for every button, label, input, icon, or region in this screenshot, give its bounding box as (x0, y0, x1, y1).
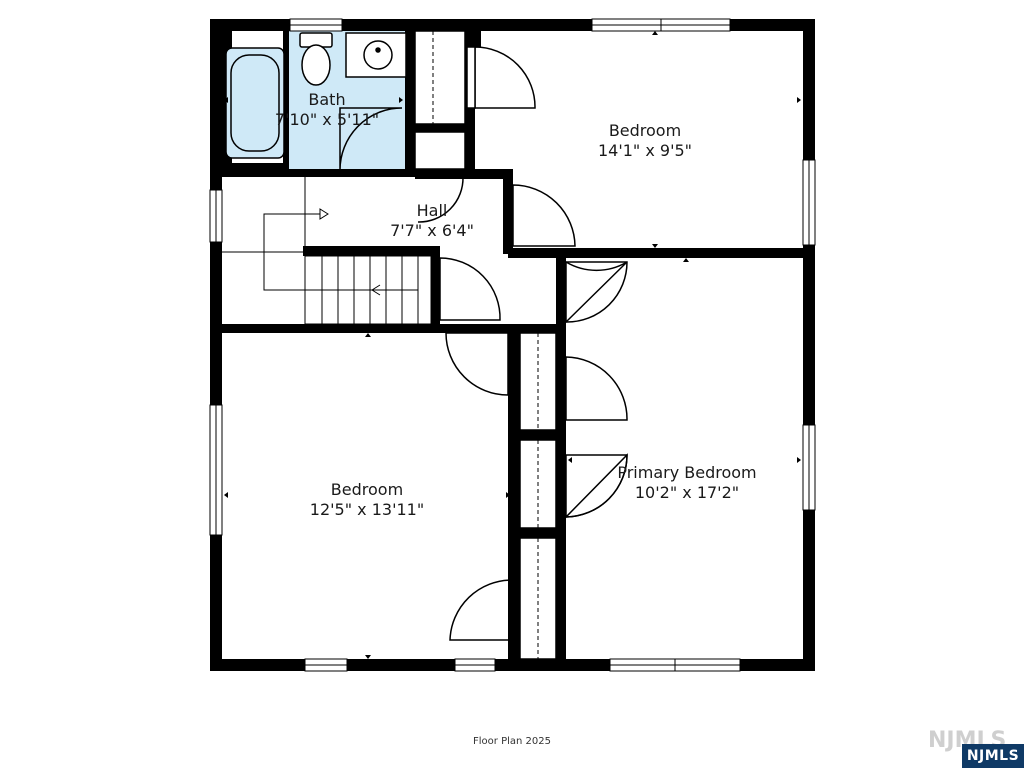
windows (209, 18, 816, 672)
njmls-logo: NJMLS (962, 744, 1024, 768)
hall-dims: 7'7" x 6'4" (390, 221, 474, 240)
bathtub (225, 47, 285, 159)
bedroom-ne-label: Bedroom 14'1" x 9'5" (598, 121, 692, 161)
primary-bedroom-dims: 10'2" x 17'2" (634, 483, 740, 502)
bath-dims: 7'10" x 5'11" (274, 110, 380, 129)
bedroom-ne-name: Bedroom (608, 121, 682, 140)
hall-label: Hall 7'7" x 6'4" (390, 201, 474, 241)
primary-bedroom-name: Primary Bedroom (617, 463, 757, 482)
closet-rods (432, 31, 539, 659)
floor-plan-caption: Floor Plan 2025 (473, 736, 551, 747)
sink (345, 32, 407, 78)
bedroom-ne-dims: 14'1" x 9'5" (597, 141, 693, 160)
toilet (299, 32, 333, 86)
hall-name: Hall (416, 201, 448, 220)
bedroom-sw-dims: 12'5" x 13'11" (309, 500, 425, 519)
doors (339, 46, 628, 641)
njmls-watermark: NJMLS NJMLS (922, 720, 1024, 768)
primary-bedroom-label: Primary Bedroom 10'2" x 17'2" (617, 463, 756, 503)
bedroom-sw-label: Bedroom 12'5" x 13'11" (310, 480, 424, 520)
stairs (222, 177, 432, 325)
bath-name: Bath (308, 90, 346, 109)
bath-label: Bath 7'10" x 5'11" (275, 90, 379, 130)
bedroom-sw-name: Bedroom (330, 480, 404, 499)
dimension-markers (224, 31, 801, 659)
